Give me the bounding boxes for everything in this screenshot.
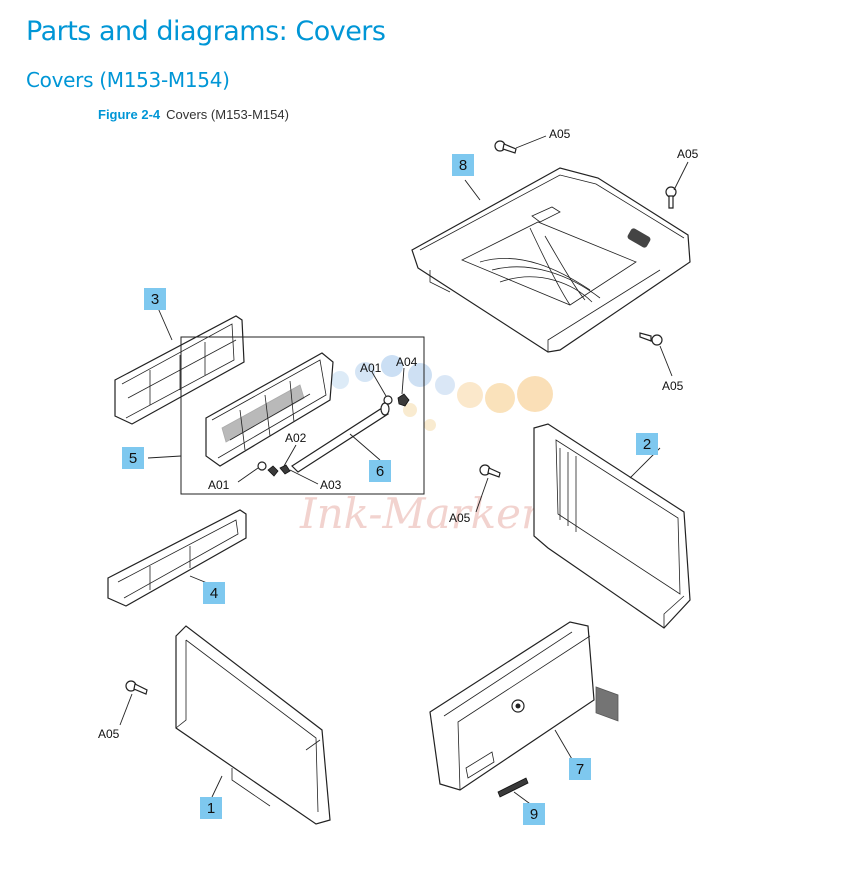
label-a05-top: A05 — [549, 127, 571, 141]
screws-a05 — [125, 140, 677, 695]
svg-text:1: 1 — [207, 800, 215, 817]
page-title: Parts and diagrams: Covers — [26, 16, 386, 47]
part-7-front-door — [429, 621, 595, 791]
callout-7: 7 — [569, 758, 591, 780]
assembly-5-box — [180, 336, 425, 495]
part-4-lower-bracket — [107, 509, 247, 607]
label-a05-mid: A05 — [449, 511, 471, 525]
section-title: Covers (M153-M154) — [26, 68, 230, 92]
callout-4: 4 — [203, 582, 225, 604]
label-a01-top: A01 — [360, 361, 382, 375]
figure-caption: Figure 2-4 Covers (M153-M154) — [98, 107, 289, 122]
part-3-rear-bracket — [114, 315, 245, 425]
label-a02: A02 — [285, 431, 307, 445]
svg-text:2: 2 — [643, 436, 651, 453]
callout-5: 5 — [122, 447, 144, 469]
watermark-text: Ink-Marker — [299, 489, 544, 538]
callout-1: 1 — [200, 797, 222, 819]
svg-text:4: 4 — [210, 585, 218, 602]
callout-6: 6 — [369, 460, 391, 482]
label-a05-left: A05 — [98, 727, 120, 741]
svg-text:6: 6 — [376, 463, 384, 480]
callout-3: 3 — [144, 288, 166, 310]
svg-text:7: 7 — [576, 761, 584, 778]
part-1-left-cover — [175, 625, 331, 825]
svg-text:3: 3 — [151, 291, 159, 308]
figure-caption-text: Covers (M153-M154) — [166, 107, 289, 122]
callout-8: 8 — [452, 154, 474, 176]
callout-9: 9 — [523, 803, 545, 825]
label-a05-right: A05 — [662, 379, 684, 393]
label-a04: A04 — [396, 355, 418, 369]
svg-text:9: 9 — [530, 806, 538, 823]
watermark: Ink-Marker — [299, 355, 553, 538]
part-8-top-cover — [411, 167, 691, 353]
svg-text:8: 8 — [459, 157, 467, 174]
subpart-labels: A05 A05 A05 A05 A05 A01 A04 A02 A01 A03 — [98, 127, 699, 741]
figure-label: Figure 2-4 — [98, 107, 161, 122]
label-a05-top-right: A05 — [677, 147, 699, 161]
part-2-right-cover — [533, 423, 691, 722]
label-a03: A03 — [320, 478, 342, 492]
svg-text:5: 5 — [129, 450, 137, 467]
label-a01-bottom: A01 — [208, 478, 230, 492]
part-9-label — [497, 777, 529, 798]
callout-2: 2 — [636, 433, 658, 455]
